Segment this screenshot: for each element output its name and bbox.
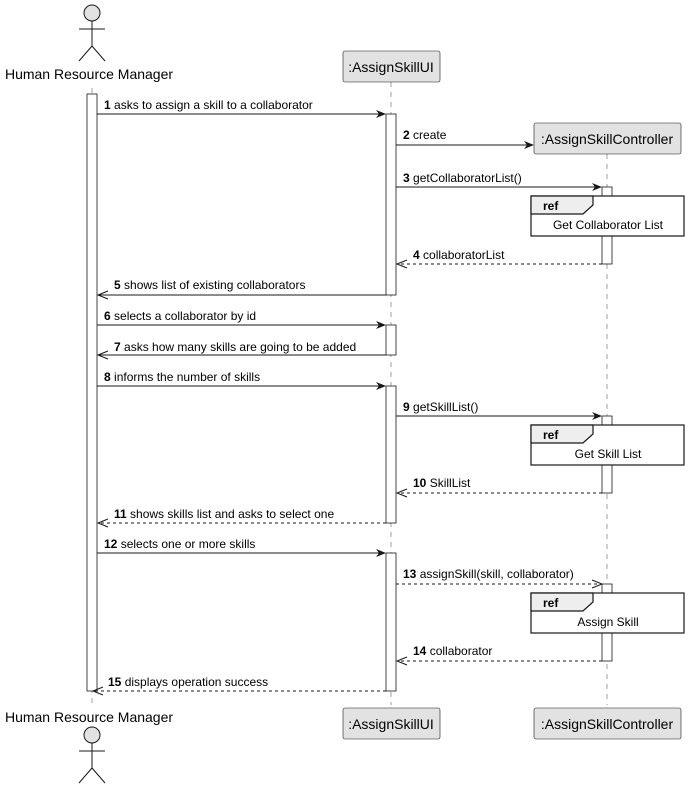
message-number: 3 (403, 171, 410, 185)
message: 5 shows list of existing collaborators (96, 278, 386, 300)
message: 7 asks how many skills are going to be a… (96, 340, 386, 360)
svg-text:8 informs the number of skills: 8 informs the number of skills (104, 370, 260, 384)
controller-participant-label: :AssignSkillController (541, 131, 674, 147)
message: 11 shows skills list and asks to select … (96, 507, 386, 528)
svg-text:11 shows skills list and asks: 11 shows skills list and asks to select … (114, 507, 334, 521)
ui-activation (385, 385, 397, 524)
svg-text:1 asks to assign a skill to a: 1 asks to assign a skill to a collaborat… (104, 98, 313, 112)
svg-text:15 displays operation success: 15 displays operation success (108, 675, 268, 689)
svg-text:4 collaboratorList: 4 collaboratorList (413, 248, 505, 262)
actor-stick-figure-icon (78, 4, 106, 62)
ref-frame-label: Get Collaborator List (553, 218, 664, 232)
message-number: 8 (104, 370, 111, 384)
message-number: 14 (413, 644, 427, 658)
controller-participant-top: :AssignSkillController (533, 122, 682, 155)
message-number: 2 (403, 128, 410, 142)
message-label: displays operation success (125, 675, 268, 689)
svg-text:14 collaborator: 14 collaborator (413, 644, 492, 658)
ui-activation (385, 324, 397, 356)
message-number: 1 (104, 98, 111, 112)
message-label: informs the number of skills (114, 370, 260, 384)
message-number: 11 (114, 507, 127, 521)
actor-label-top: Human Resource Manager (5, 66, 173, 82)
svg-text:13 assignSkill(skill, collabor: 13 assignSkill(skill, collaborator) (403, 567, 574, 581)
message-label: asks how many skills are going to be add… (124, 340, 356, 354)
svg-text:3 getCollaboratorList(): 3 getCollaboratorList() (403, 171, 522, 185)
message: 3 getCollaboratorList() (396, 171, 602, 191)
svg-text:12 selects one or more skills: 12 selects one or more skills (104, 537, 255, 551)
message-label: asks to assign a skill to a collaborator (114, 98, 313, 112)
message: 6 selects a collaborator by id (97, 309, 386, 329)
message-label: getCollaboratorList() (413, 171, 522, 185)
message-label: selects one or more skills (121, 537, 256, 551)
message: 10 SkillList (395, 476, 602, 498)
actor-bottom: Human Resource Manager (5, 709, 173, 784)
message-number: 6 (104, 309, 111, 323)
ref-frame-title: ref (543, 199, 559, 213)
ui-participant-label: :AssignSkillUI (348, 59, 434, 75)
ref-frame: ref Assign Skill (530, 592, 685, 634)
ui-activation (385, 552, 397, 692)
message-number: 10 (413, 476, 427, 490)
message-label: collaborator (430, 644, 493, 658)
actor-label-bottom: Human Resource Manager (5, 709, 173, 725)
controller-participant-label: :AssignSkillController (541, 716, 674, 732)
ref-frame-title: ref (543, 596, 559, 610)
message: 1 asks to assign a skill to a collaborat… (97, 98, 386, 118)
controller-participant-bottom: :AssignSkillController (533, 707, 682, 740)
message: 14 collaborator (395, 644, 602, 666)
ui-participant-label: :AssignSkillUI (348, 716, 434, 732)
ref-frame-title: ref (543, 428, 559, 442)
svg-text:2 create: 2 create (403, 128, 447, 142)
message: 9 getSkillList() (396, 400, 602, 420)
message-label: assignSkill(skill, collaborator) (420, 567, 574, 581)
message-number: 5 (114, 278, 121, 292)
ref-frame-label: Get Skill List (575, 447, 642, 461)
message-label: shows list of existing collaborators (124, 278, 305, 292)
svg-text:10 SkillList: 10 SkillList (413, 476, 471, 490)
message-number: 9 (403, 400, 410, 414)
message-number: 12 (104, 537, 118, 551)
message-number: 13 (403, 567, 417, 581)
svg-text:6 selects a collaborator by id: 6 selects a collaborator by id (104, 309, 256, 323)
ui-activation (385, 113, 397, 296)
message-label: SkillList (430, 476, 471, 490)
actor-top: Human Resource Manager (5, 4, 173, 82)
message: 4 collaboratorList (395, 248, 602, 269)
message-label: selects a collaborator by id (114, 309, 256, 323)
message-number: 15 (108, 675, 122, 689)
message-label: create (413, 128, 447, 142)
message: 15 displays operation success (91, 675, 386, 696)
message-number: 4 (413, 248, 420, 262)
svg-text:5 shows list of existing colla: 5 shows list of existing collaborators (114, 278, 305, 292)
ui-participant-bottom: :AssignSkillUI (342, 707, 441, 740)
actor-stick-figure-icon (78, 726, 106, 784)
ref-frame: ref Get Collaborator List (530, 195, 685, 237)
message-number: 7 (114, 340, 121, 354)
message-label: getSkillList() (413, 400, 478, 414)
actor-activation (86, 93, 98, 692)
ref-frame-label: Assign Skill (577, 615, 638, 629)
message: 13 assignSkill(skill, collaborator) (396, 567, 604, 589)
svg-text:9 getSkillList(): 9 getSkillList() (403, 400, 478, 414)
message: 2 create (396, 128, 534, 149)
svg-text:7 asks how many skills are goi: 7 asks how many skills are going to be a… (114, 340, 356, 354)
ui-participant-top: :AssignSkillUI (342, 50, 441, 83)
message: 8 informs the number of skills (97, 370, 386, 390)
message: 12 selects one or more skills (97, 537, 386, 557)
ref-frame: ref Get Skill List (530, 424, 685, 466)
message-label: shows skills list and asks to select one (130, 507, 334, 521)
message-label: collaboratorList (423, 248, 505, 262)
